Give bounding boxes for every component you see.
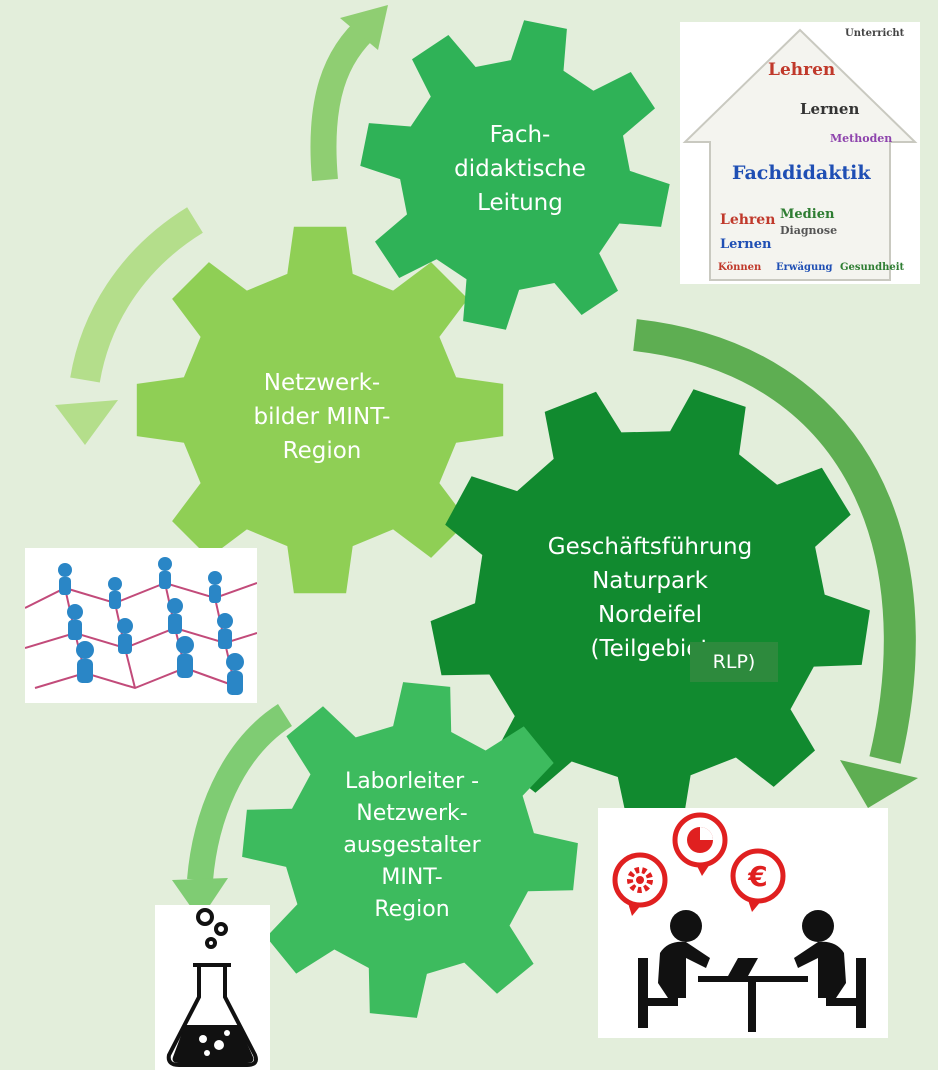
gear-label-line: Region xyxy=(374,897,449,922)
word-cloud-word: Lehren xyxy=(768,60,836,80)
gear-label-line: Fach- xyxy=(490,122,551,148)
pie-chart-icon xyxy=(687,827,713,853)
people-network-icon xyxy=(25,557,257,695)
people-network-image xyxy=(25,548,257,703)
word-cloud-word: Fachdidaktik xyxy=(732,162,871,184)
gear-label-line: bilder MINT- xyxy=(254,404,391,430)
gear-label-line: didaktische xyxy=(454,156,586,182)
gear-geschaeftsfuehrung-shape xyxy=(430,389,870,824)
gear-label-line: (Teilgebiet xyxy=(591,636,710,662)
arrow-fach-to-gf xyxy=(633,319,916,764)
arrow-netzwerk-to-lab xyxy=(187,704,293,882)
gear-label-line: Region xyxy=(283,438,362,464)
word-cloud-image: Lehren Lernen Fachdidaktik Medien Diagno… xyxy=(680,22,920,284)
arrowhead-left xyxy=(55,400,118,445)
word-cloud-word: Lernen xyxy=(800,100,860,118)
gear-label-line: Netzwerk- xyxy=(264,370,380,396)
arrowhead-right xyxy=(840,760,918,808)
rlp-label: RLP) xyxy=(690,642,778,682)
gear-label-line: Netzwerk- xyxy=(356,801,467,826)
gear-label-line: Laborleiter - xyxy=(345,769,479,794)
gear-label-line: Leitung xyxy=(477,190,563,216)
word-cloud-word: Können xyxy=(718,262,762,273)
word-cloud-word: Unterricht xyxy=(845,28,905,39)
word-cloud-word: Lehren xyxy=(720,212,776,228)
gear-small-icon xyxy=(627,867,653,893)
gear-netzwerk-shape xyxy=(136,226,504,594)
business-meeting-image: € xyxy=(598,808,888,1038)
gear-netzwerk: Netzwerk-bilder MINT- Region xyxy=(136,226,504,594)
arrow-fach-to-top xyxy=(310,15,379,182)
gear-label-line: MINT- xyxy=(381,865,442,890)
house-outline-icon xyxy=(682,28,918,281)
arrow-top-to-netzwerk xyxy=(70,207,204,383)
word-cloud-word: Erwägung xyxy=(776,262,833,273)
gear-label-line: ausgestalter xyxy=(343,833,481,858)
gear-fachdidaktik-shape xyxy=(360,20,670,330)
gear-netzwerk-label: Netzwerk-bilder MINT- Region xyxy=(254,370,391,464)
gear-label-line: Naturpark xyxy=(592,568,709,594)
arrowhead-bottom xyxy=(172,878,228,920)
business-meeting-icon: € xyxy=(612,812,866,1032)
euro-icon: € xyxy=(747,860,767,893)
gear-label-line: Geschäftsführung xyxy=(548,534,752,560)
word-cloud-word: Gesundheit xyxy=(840,262,905,273)
lab-flask-image xyxy=(155,905,270,1070)
word-cloud-word: Methoden xyxy=(830,132,893,145)
arrowhead-top xyxy=(340,5,388,50)
word-cloud-word: Diagnose xyxy=(780,224,838,237)
gear-laborleiter-shape xyxy=(242,682,578,1018)
lab-flask-icon xyxy=(166,908,258,1067)
gear-label-line: Nordeifel xyxy=(598,602,702,628)
word-cloud-word: Lernen xyxy=(720,237,772,252)
word-cloud-word: Medien xyxy=(780,207,835,222)
